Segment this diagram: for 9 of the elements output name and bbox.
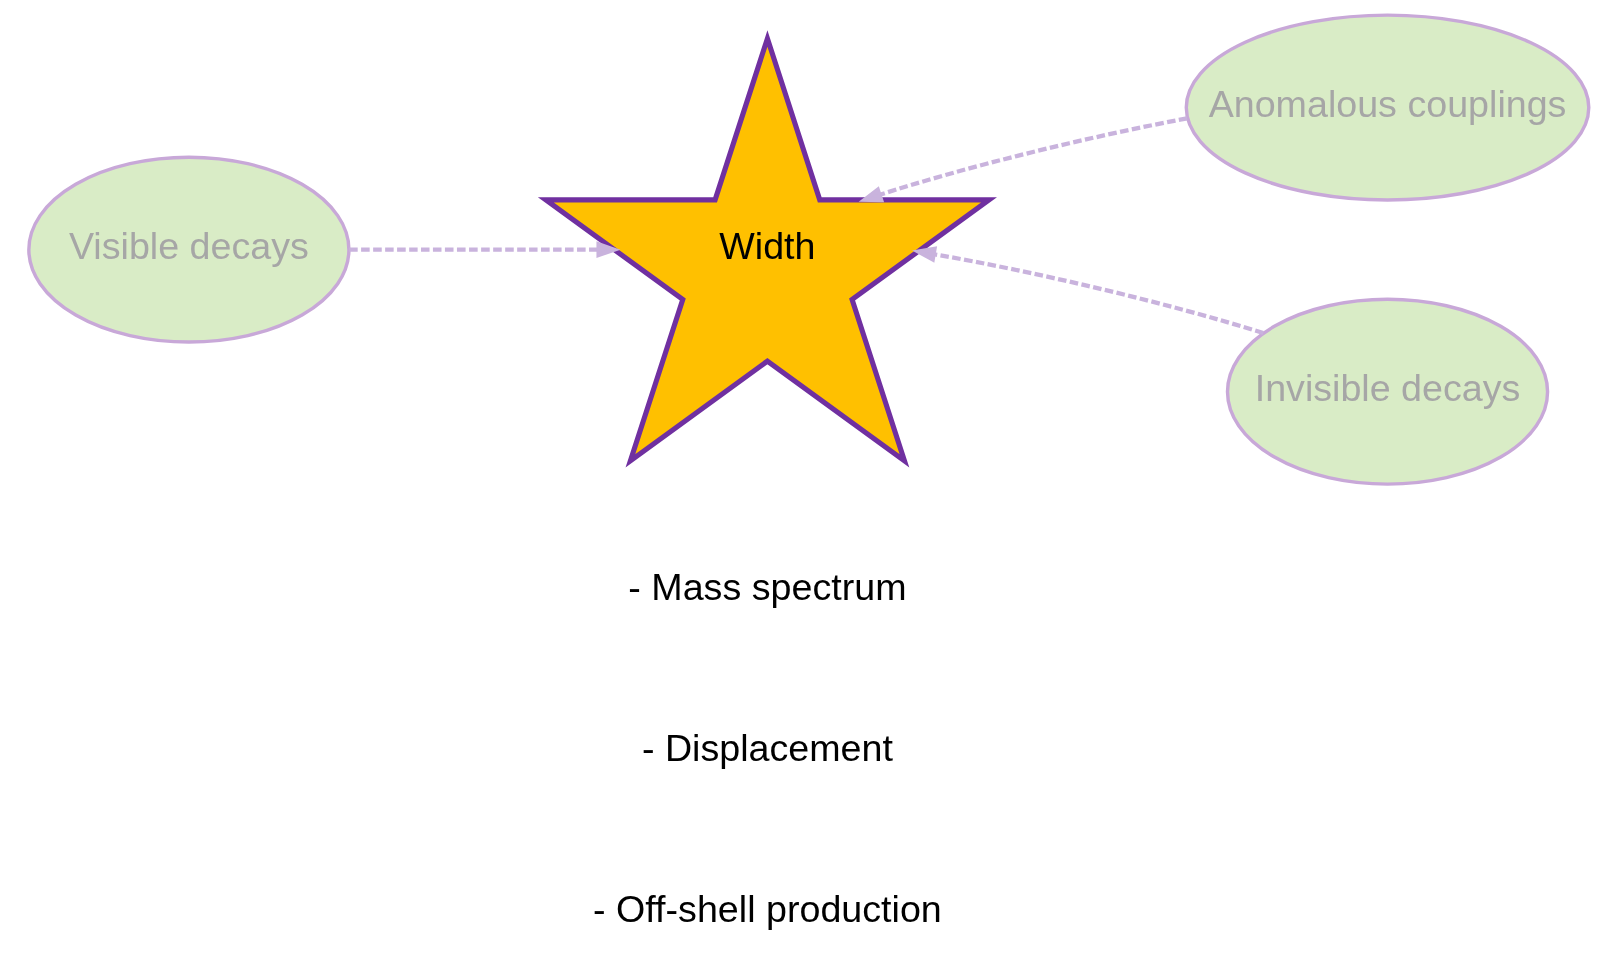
arrow	[858, 116, 1187, 203]
arrow	[911, 246, 1264, 336]
label: - Displacement	[641, 726, 893, 769]
node-ellipse: Anomalous couplings	[1184, 13, 1590, 202]
node-ellipse: Invisible decays	[1225, 297, 1549, 486]
arrow	[348, 241, 620, 259]
node-ellipse: Visible decays	[26, 155, 351, 344]
label: - Off-shell production	[592, 887, 942, 930]
label: - Mass spectrum	[627, 565, 907, 608]
